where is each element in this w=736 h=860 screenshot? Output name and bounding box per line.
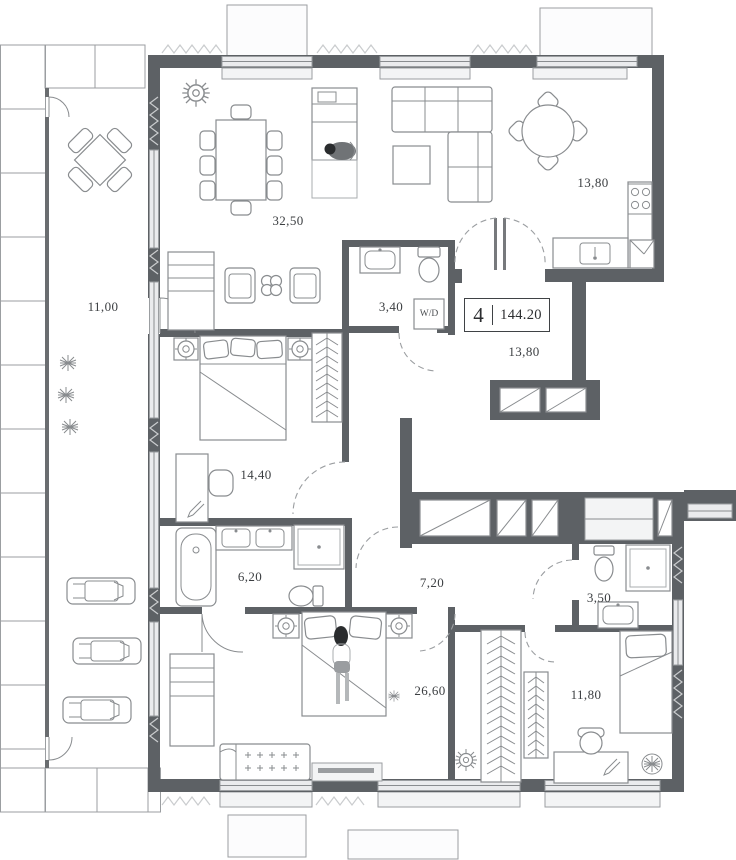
desk-chair [208,469,234,497]
toilet-icon [417,246,441,283]
bathroom-guest-fixtures [593,544,671,629]
area-label-corridor: 7,20 [419,575,445,590]
shelf-cabinet [167,251,215,331]
bedroom-master-furniture [169,611,478,782]
washer-dryer [413,298,445,330]
bathroom-main-fixtures [175,524,345,607]
person-figure [328,142,356,160]
car-icon [62,577,142,724]
dining-table [199,104,283,216]
bathtub-icon [175,527,217,607]
apartment-badge: 4 144.20 [464,298,550,332]
facade-elements [219,4,661,860]
desk [175,453,209,523]
windows [149,56,733,791]
terrace-table [67,127,133,193]
fridge-icon [629,239,655,269]
facade-hatch [149,44,683,806]
corner-sofa [391,86,493,203]
terrace-gate-doors [48,96,73,761]
kitchen-round-table [508,91,588,171]
ceiling-light-icon [181,78,211,108]
area-label-hallway: 13,80 [508,344,540,359]
area-label-bedroom-west: 14,40 [240,467,272,482]
tufted-sofa [219,743,311,781]
doors [159,217,573,663]
badge-divider [492,305,493,325]
shower-icon [293,524,345,570]
side-table [260,274,283,297]
single-bed [619,630,673,734]
apartment-total-area: 144.20 [500,306,542,323]
area-label-bathroom-main: 6,20 [237,569,263,584]
area-label-bedroom-child: 11,80 [570,687,602,702]
dresser [169,653,215,747]
flower-icon [388,690,400,702]
kitchen-counter [552,181,655,269]
master-bed [301,611,387,717]
area-label-bathroom-small: 3,40 [378,299,404,314]
area-label-living-dining: 32,50 [272,213,304,228]
ceiling-light-icon [454,748,478,772]
apartment-number: 4 [473,302,484,327]
shower-icon [625,544,671,592]
washer-dryer-label: W/D [419,309,439,319]
toilet-icon [593,545,615,582]
area-label-terrace: 11,00 [87,299,119,314]
tv-bench [311,762,383,782]
armchairs [224,267,321,304]
wardrobe-hangers-icon [523,671,549,759]
desk [553,751,629,784]
area-label-bedroom-master: 26,60 [414,683,446,698]
coffee-table [392,145,431,185]
double-bed [199,335,287,441]
person-figure [332,626,351,704]
sink-icon [579,242,611,265]
desk-chair [577,727,605,755]
bedroom-west-furniture [173,332,343,523]
service-shafts [419,387,673,541]
wardrobe-hangers-icon [311,332,343,423]
work-desk-with-person [311,87,358,199]
wardrobe-hangers-icon [480,629,522,783]
bedroom-child-furniture [480,629,673,784]
area-label-bathroom-guest: 3,50 [586,590,612,605]
plant-icon [641,753,663,775]
toilet-icon [288,585,324,607]
vanity [215,525,293,551]
plant-icon [57,354,79,436]
area-label-kitchen: 13,80 [577,175,609,190]
bathroom-small-fixtures [359,246,445,330]
stove-icon [627,183,653,215]
